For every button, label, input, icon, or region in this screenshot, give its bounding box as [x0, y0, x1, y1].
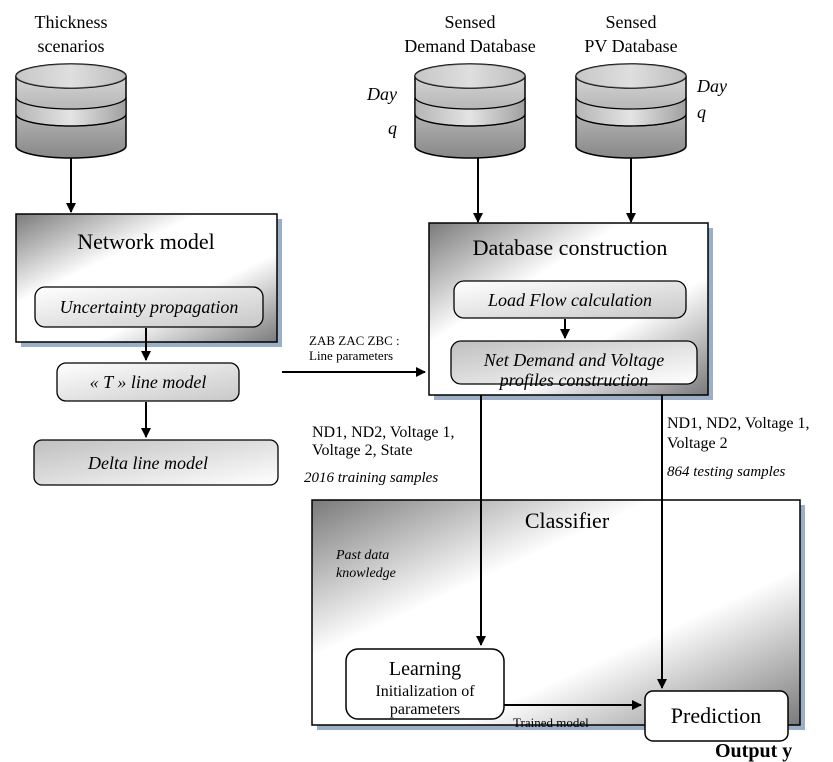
learning-title: Learning: [389, 658, 461, 680]
thickness-title-line1: Thickness: [35, 12, 108, 32]
thickness-database: Thickness scenarios: [15, 12, 127, 159]
classifier-box: Classifier Past data knowledge Learning …: [311, 499, 805, 742]
past-data-line1: Past data: [335, 548, 389, 563]
testing-samples-label: 864 testing samples: [667, 464, 785, 480]
database-construction-title: Database construction: [473, 235, 668, 260]
demand-title-line1: Sensed: [445, 12, 496, 32]
net-demand-box: [450, 340, 698, 385]
database-construction-box: Database construction Load Flow calculat…: [428, 222, 713, 400]
demand-q-label: q: [388, 118, 397, 138]
training-flow-line2: Voltage 2, State: [312, 442, 413, 459]
demand-title-line2: Demand Database: [404, 36, 535, 56]
load-flow-label: Load Flow calculation: [487, 290, 652, 310]
classifier-title: Classifier: [525, 508, 610, 533]
line-parameters-label: Line parameters: [309, 348, 393, 363]
pv-database: Sensed PV Database Day q: [575, 12, 727, 159]
network-model-title: Network model: [77, 229, 214, 254]
output-label: Output y: [715, 740, 792, 762]
database-icon: [575, 63, 687, 159]
delta-line-model-label: Delta line model: [87, 453, 208, 473]
learning-line1: Initialization of: [375, 683, 475, 700]
database-icon: [414, 63, 526, 159]
load-flow-box: [453, 280, 687, 319]
testing-flow-line2: Voltage 2: [667, 435, 728, 452]
prediction-label: Prediction: [671, 703, 761, 728]
pv-title-line1: Sensed: [606, 12, 657, 32]
pv-title-line2: PV Database: [584, 36, 677, 56]
net-demand-line2: profiles construction: [498, 370, 649, 390]
net-demand-line1: Net Demand and Voltage: [483, 350, 664, 370]
prediction-box: [644, 690, 789, 742]
pv-day-label: Day: [696, 76, 727, 96]
pv-q-label: q: [697, 102, 706, 122]
t-line-model-label: « T » line model: [90, 372, 207, 392]
past-data-line2: knowledge: [336, 566, 396, 581]
t-line-model-box: [56, 362, 240, 402]
training-samples-label: 2016 training samples: [304, 470, 438, 486]
demand-day-label: Day: [366, 84, 397, 104]
database-icon: [15, 63, 127, 159]
learning-line2: parameters: [390, 701, 460, 718]
line-parameters-z: ZAB ZAC ZBC :: [309, 333, 400, 348]
training-flow-line1: ND1, ND2, Voltage 1,: [312, 424, 455, 441]
learning-box: [345, 648, 505, 720]
trained-model-label: Trained model: [513, 715, 589, 730]
network-model-box: Network model Uncertainty propagation « …: [15, 213, 282, 486]
demand-database: Sensed Demand Database Day q: [366, 12, 536, 159]
delta-line-model-box: [33, 439, 279, 486]
uncertainty-propagation-label: Uncertainty propagation: [60, 297, 239, 317]
uncertainty-propagation-box: [34, 286, 264, 328]
testing-flow-line1: ND1, ND2, Voltage 1,: [667, 415, 810, 432]
thickness-title-line2: scenarios: [38, 36, 105, 56]
